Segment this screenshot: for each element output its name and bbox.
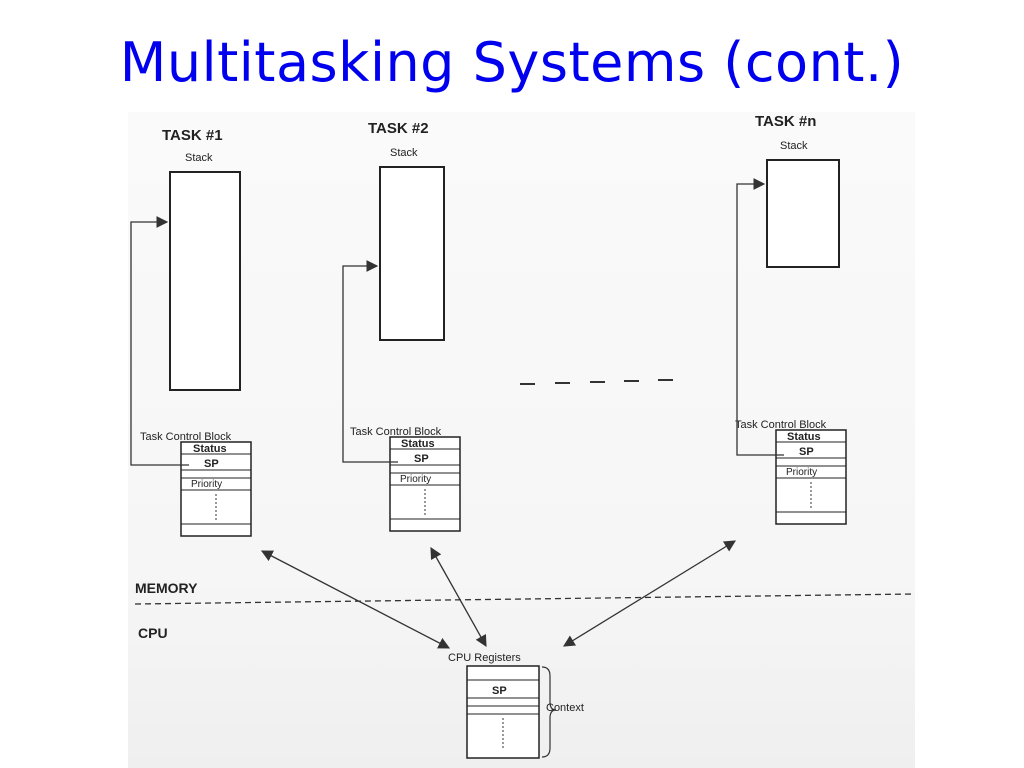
memory-label: MEMORY: [135, 580, 198, 596]
task-1-title: TASK #1: [162, 127, 223, 144]
cpu-label: CPU: [138, 625, 168, 641]
task-1: TASK #1 Stack Task Control Block Status …: [130, 127, 252, 537]
task-1-stack: [169, 171, 241, 391]
task-2-context-arrow: [430, 546, 487, 648]
task-n-sp-pointer: [736, 178, 784, 456]
memory-cpu-divider: [134, 593, 916, 605]
task-1-tcb: [180, 441, 252, 537]
task-2-sp-pointer: [342, 260, 398, 463]
context-brace: [541, 666, 557, 758]
task-1-context-arrow: [260, 550, 451, 649]
task-2-tcb-label: Task Control Block: [350, 426, 442, 438]
task-2: TASK #2 Stack Task Control Block Status …: [342, 120, 461, 532]
cpu-registers: CPU Registers SP Context: [448, 652, 584, 759]
context-label: Context: [546, 702, 584, 714]
task-n-stack: [766, 159, 840, 268]
task-2-status-field: Status: [401, 438, 435, 450]
task-n-tcb-label: Task Control Block: [735, 419, 827, 431]
task-n-context-arrow: [563, 540, 736, 647]
continuation-dashes: [520, 379, 673, 385]
task-n-status-field: Status: [787, 431, 821, 443]
task-2-tcb: [389, 436, 461, 532]
cpu-registers-label: CPU Registers: [448, 652, 521, 664]
task-1-tcb-label: Task Control Block: [140, 431, 232, 443]
task-n-sp-field: SP: [799, 446, 814, 458]
task-1-priority-field: Priority: [191, 479, 222, 490]
task-n-stack-label: Stack: [780, 140, 808, 152]
task-1-sp-field: SP: [204, 458, 219, 470]
task-n-tcb: [775, 429, 847, 525]
task-2-sp-field: SP: [414, 453, 429, 465]
task-1-status-field: Status: [193, 443, 227, 455]
task-n-priority-field: Priority: [786, 467, 817, 478]
task-1-stack-label: Stack: [185, 152, 213, 164]
slide-title: Multitasking Systems (cont.): [119, 31, 905, 94]
cpu-sp-register: SP: [492, 685, 507, 697]
task-2-priority-field: Priority: [400, 474, 431, 485]
task-2-stack-label: Stack: [390, 147, 418, 159]
task-1-sp-pointer: [130, 216, 189, 466]
task-2-title: TASK #2: [368, 120, 429, 137]
task-n: TASK #n Stack Task Control Block Status …: [735, 113, 847, 525]
task-n-title: TASK #n: [755, 113, 816, 130]
task-2-stack: [379, 166, 445, 341]
